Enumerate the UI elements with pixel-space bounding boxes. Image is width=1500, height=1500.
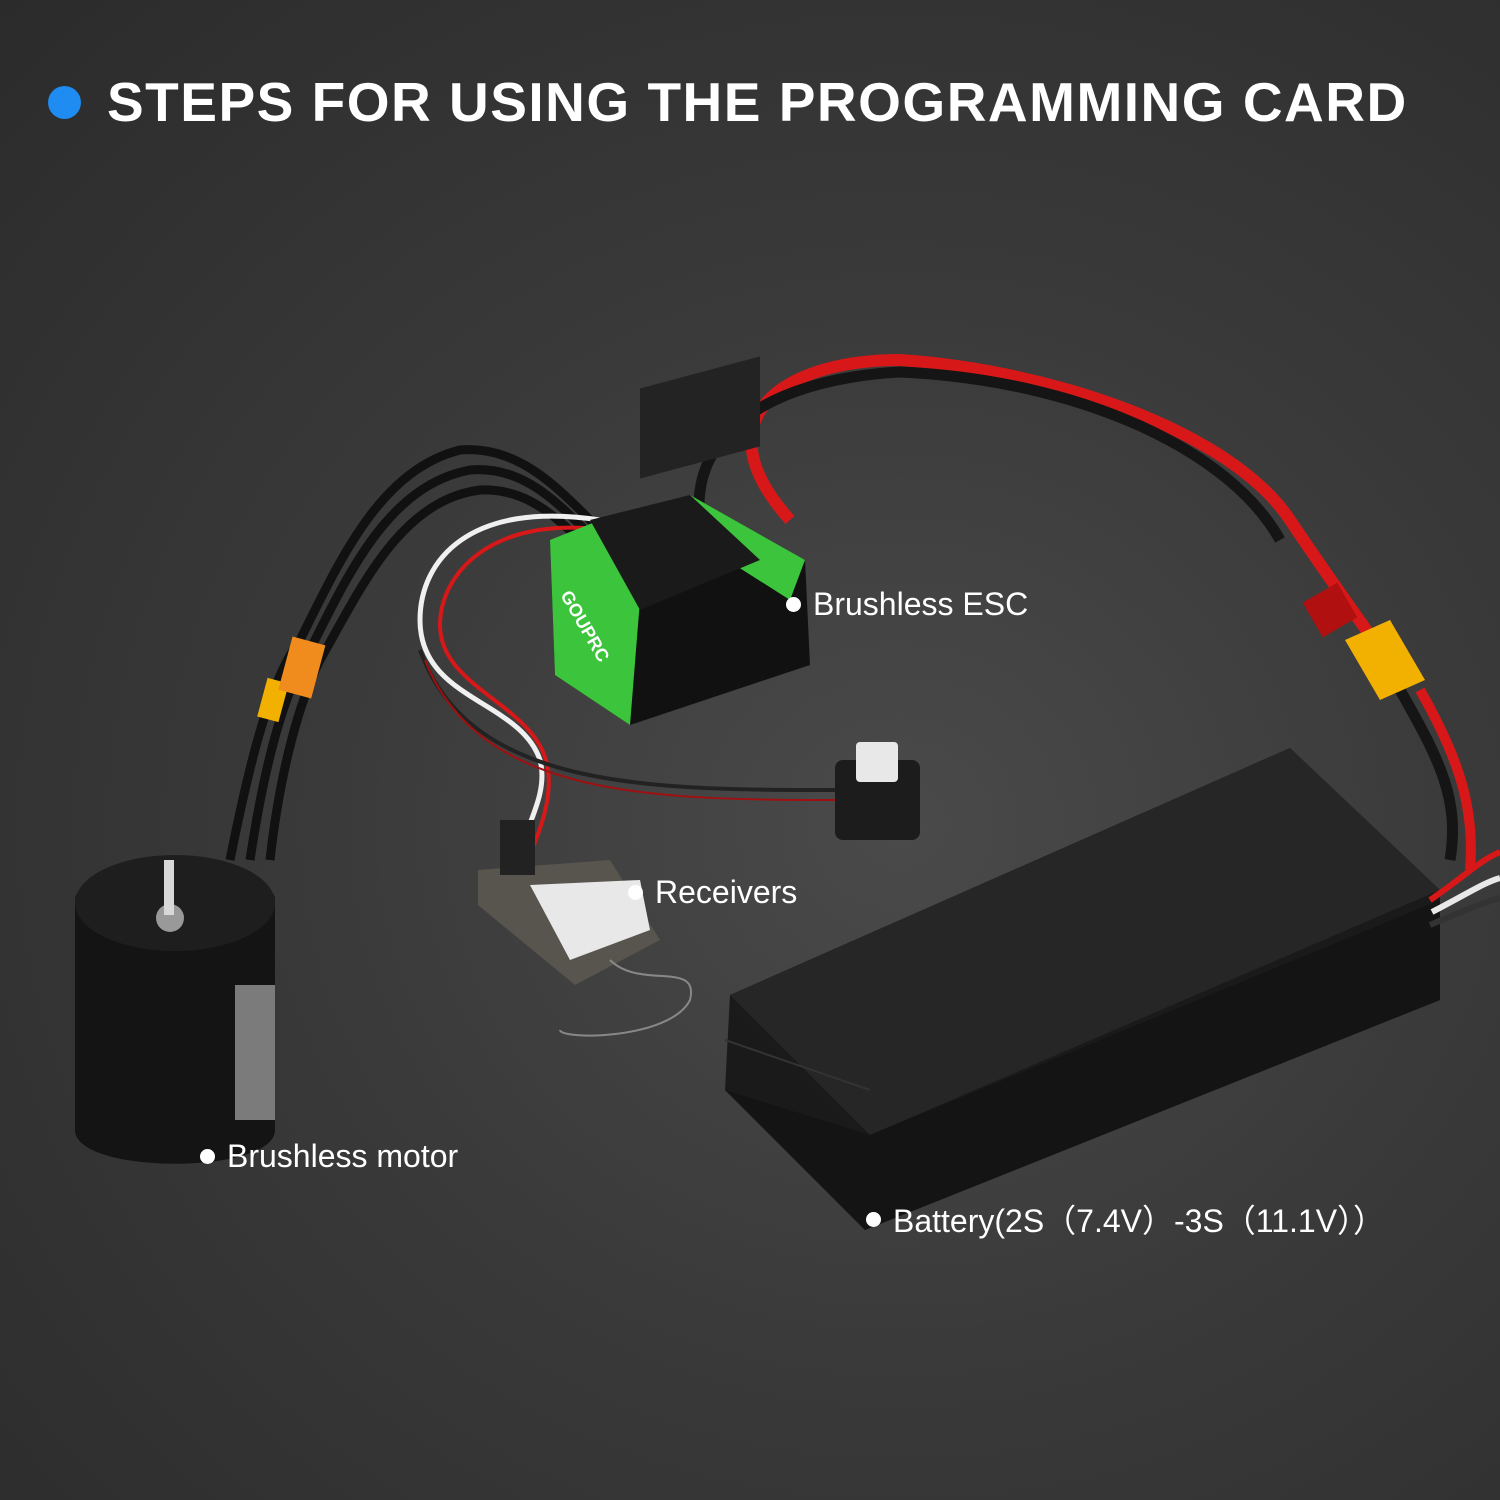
receiver (478, 820, 693, 1037)
bullet-icon (866, 1211, 881, 1227)
brushless-motor (75, 855, 275, 1164)
bullet-icon (786, 597, 801, 612)
receivers-label: Receivers (655, 874, 798, 910)
callout-motor: Brushless motor (200, 1138, 458, 1175)
wire-sleeves (257, 636, 326, 723)
battery-label: Battery(2S（7.4V）-3S（11.1V）） (893, 1203, 1386, 1239)
battery (724, 748, 1440, 1230)
page-title: STEPS FOR USING THE PROGRAMMING CARD (107, 71, 1408, 133)
bullet-icon (200, 1149, 215, 1164)
esc: GOUPRC (550, 356, 810, 725)
callout-battery: Battery(2S（7.4V）-3S（11.1V）） (866, 1196, 1385, 1242)
callout-receivers: Receivers (628, 874, 797, 911)
callout-esc: Brushless ESC (786, 586, 1028, 623)
motor-label: Brushless motor (227, 1138, 459, 1174)
xt60-connector (1302, 582, 1425, 700)
servo-lead (417, 513, 846, 856)
esc-label: Brushless ESC (813, 586, 1029, 622)
header-bullet-icon (48, 85, 81, 119)
power-switch (835, 742, 920, 840)
header: STEPS FOR USING THE PROGRAMMING CARD (48, 70, 1408, 134)
bullet-icon (628, 885, 643, 900)
motor-wires (225, 445, 604, 861)
